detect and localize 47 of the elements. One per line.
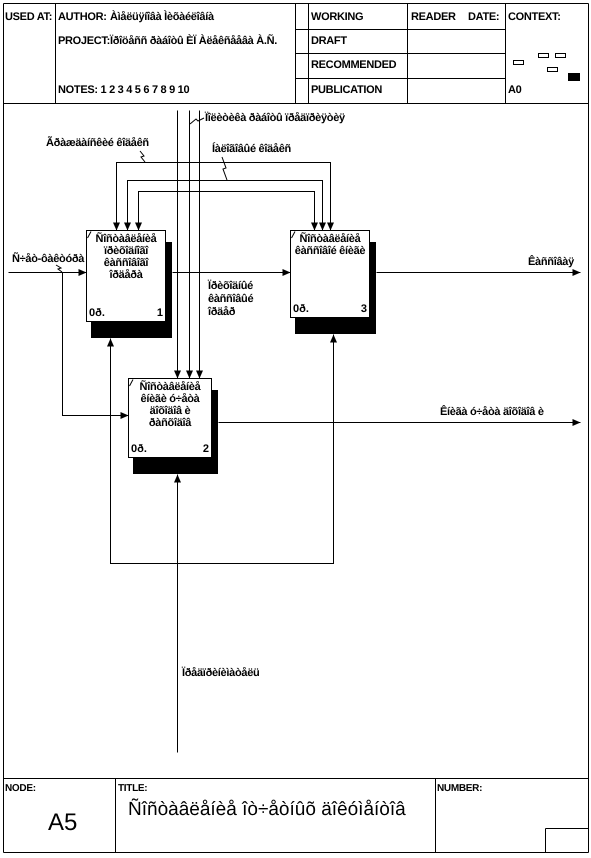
context-label: CONTEXT: [508,11,561,24]
activity-number: 3 [360,303,367,315]
activity-cost: 0ð. [89,307,105,319]
notes-label: NOTES: 1 2 3 4 5 6 7 8 9 10 [58,84,190,97]
date-label: DATE: [468,11,500,24]
reader-label: READER [411,11,456,24]
arrow-label: Ïðåäïðèíèìàòåëü [182,667,260,680]
arrow-label: Ñ÷åò-ôàêòóðà [12,253,84,266]
project-name: Ïðîöåññ ðàáîòû ÈÏ Àëåêñååâà À.Ñ. [110,35,278,48]
arrow-label: Íàëîãîâûé êîäåêñ [212,143,291,156]
activity-cost: 0ð. [293,303,309,315]
activity-name: Ñîñòàâëåíèå ïðèõîäíîãî êàññîâîãî îðäåðà [94,233,158,281]
arrow-label: Êàññîâàÿ [528,256,574,269]
node-label: NODE: [5,783,36,795]
arrow [172,269,291,276]
activity-number: 1 [156,307,163,319]
activity-box [86,230,172,338]
title-label: TITLE: [118,783,148,795]
used-at-label: USED AT: [5,11,52,24]
activity-name: Ñîñòàâëåíèå êàññîâîé êíèãè [294,233,366,257]
activity-box [128,378,218,474]
status-label: RECOMMENDED [311,59,396,72]
arrow [174,110,181,379]
arrow-label: Ïðèõîäíûé êàññîâûé îðäåð [208,280,254,319]
arrow-label: Ãðàæäàíñêèé êîäåêñ [46,137,149,150]
project-label: PROJECT: [58,35,110,48]
arrow-label: Êíèãà ó÷åòà äîõîäîâ è [440,406,544,419]
status-label: WORKING [311,11,364,24]
diagram-title: Ñîñòàâëåíèå îò÷åòíûõ äîêóìåíòîâ [128,798,407,821]
arrow [376,269,581,276]
arrow [174,474,181,753]
arrow [218,419,581,426]
activity-name: Ñîñòàâëåíèå êíèãè ó÷åòà äîõîäîâ è ðàñõîäîâ [138,381,202,429]
activity-number: 2 [202,443,209,455]
status-label: DRAFT [311,35,347,48]
activity-cost: 0ð. [131,443,147,455]
activity-box [290,230,376,334]
author-label: AUTHOR: [58,11,107,24]
number-label: NUMBER: [437,783,482,795]
arrow-label: Ïîëèòèêà ðàáîòû ïðåäïðèÿòèÿ [205,112,345,125]
arrow [8,272,129,419]
node-number: A5 [48,808,78,837]
status-label: PUBLICATION [311,84,382,97]
arrow [186,110,193,379]
context-node-number: A0 [508,84,522,97]
author-name: Àìåëüÿíîâà Ìèõàéëîâíà [110,11,214,24]
arrow [196,110,203,379]
